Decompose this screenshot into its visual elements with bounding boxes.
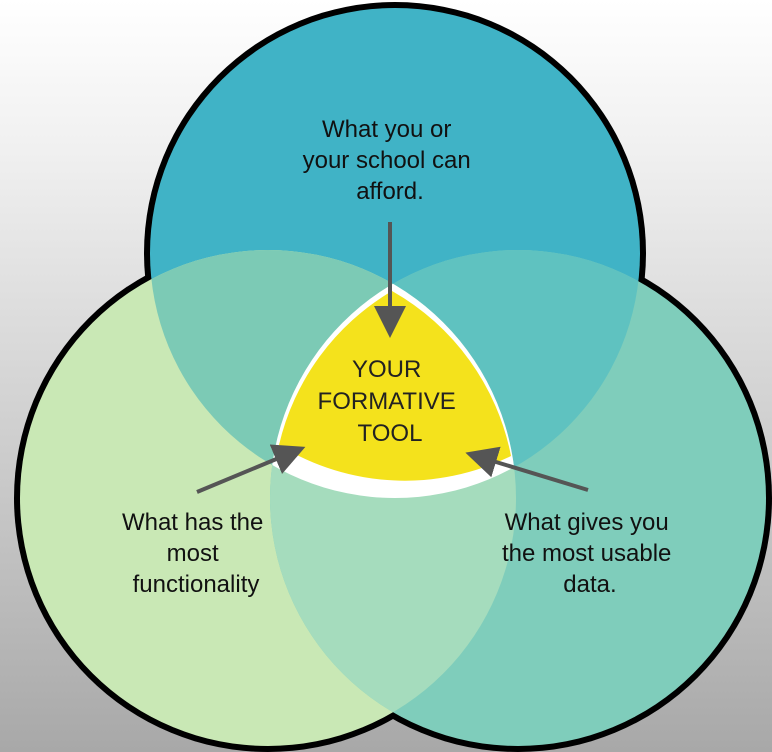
top-label: What you or your school can afford. (303, 116, 478, 205)
right-arrow (465, 446, 589, 492)
center-label-line: YOUR (352, 356, 421, 383)
left-label-line: most (167, 540, 219, 567)
left-arrow (196, 444, 306, 494)
top-label-line: your school can (303, 147, 471, 174)
center-region (270, 250, 516, 498)
left-label: What has the most functionality (122, 509, 270, 598)
center-label-line: FORMATIVE (318, 388, 456, 415)
left-label-line: functionality (133, 571, 260, 598)
center-label: YOUR FORMATIVE TOOL (318, 356, 463, 447)
right-label-line: What gives you (505, 509, 669, 536)
right-label-line: the most usable (502, 540, 671, 567)
top-label-line: What you or (322, 116, 451, 143)
top-label-line: afford. (356, 178, 424, 205)
center-label-line: TOOL (358, 420, 423, 447)
right-label: What gives you the most usable data. (502, 509, 678, 598)
right-label-line: data. (563, 571, 616, 598)
left-label-line: What has the (122, 509, 263, 536)
